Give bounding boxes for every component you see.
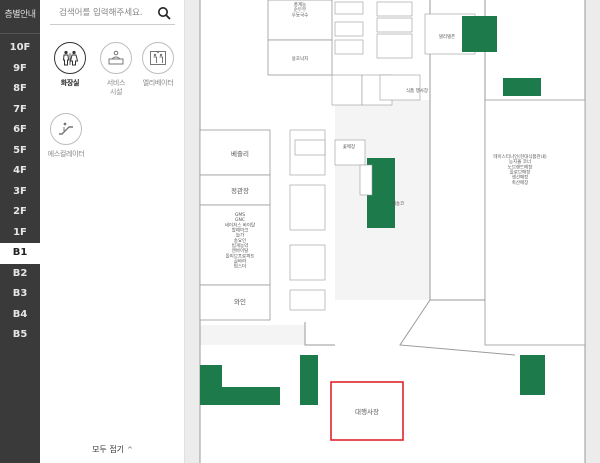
service-desk-icon	[108, 50, 124, 65]
collapse-all-label: 모두 접기	[92, 445, 125, 454]
main-market-hall[interactable]: 대행사장	[330, 381, 404, 441]
floor-3f[interactable]: 3F	[13, 185, 27, 197]
floor-2f[interactable]: 2F	[13, 206, 27, 217]
amenity-restroom[interactable]: 화장실	[48, 42, 92, 88]
amenity-service[interactable]: 서비스 시설	[94, 42, 138, 97]
store-wine[interactable]: 와인	[199, 284, 271, 321]
floor-1f[interactable]: 1F	[13, 226, 27, 238]
amenity-panel: 화장실 서비스 시설 엘리베	[40, 0, 185, 463]
floor-6f[interactable]: 6F	[13, 124, 27, 135]
outer-corridor-right	[585, 0, 600, 463]
store-beggeul-label: 베즐리	[231, 149, 249, 158]
elevator-icon	[150, 51, 166, 65]
main-market-label: 대행사장	[355, 407, 379, 416]
restroom-south[interactable]	[300, 355, 318, 405]
amenity-escalator-label: 에스컬레이터	[47, 150, 85, 158]
floor-b3[interactable]: B3	[12, 288, 28, 299]
delivery-label: 배송코	[392, 200, 404, 207]
store-beggeul[interactable]: 베즐리	[199, 129, 271, 176]
floor-10f[interactable]: 10F	[9, 42, 31, 53]
amenity-restroom-label: 화장실	[60, 79, 80, 87]
restroom-icon	[62, 50, 79, 66]
floor-nav: 층별안내 10F 9F 8F 7F 6F 5F 4F 3F 2F 1F B1 B…	[0, 0, 40, 463]
amenity-escalator[interactable]: 에스컬레이터	[44, 113, 88, 159]
elevator-top-right[interactable]	[462, 16, 497, 52]
south-aisle	[200, 325, 305, 345]
floor-nav-title: 층별안내	[0, 0, 40, 34]
floor-9f[interactable]: 9F	[13, 62, 27, 74]
floor-7f[interactable]: 7F	[13, 103, 27, 115]
amenity-elevator-label: 엘리베이터	[142, 79, 174, 87]
floor-b2[interactable]: B2	[12, 267, 28, 279]
escalator-east[interactable]	[503, 78, 541, 96]
outer-corridor-left	[185, 0, 200, 463]
amenity-elevator[interactable]: 엘리베이터	[136, 42, 180, 88]
store-yongho-label: 용호낙지	[292, 55, 309, 62]
store-food-event-label: 식품 행사장	[406, 87, 428, 94]
floor-8f[interactable]: 8F	[13, 83, 27, 94]
collapse-all-button[interactable]: 모두 접기^	[40, 444, 185, 455]
search-box	[50, 1, 175, 25]
store-jungkwanjang[interactable]: 정관장	[199, 174, 271, 206]
store-yongho[interactable]: 용호낙지	[267, 39, 333, 76]
guide-center-label: 델리델픈	[439, 33, 456, 40]
store-flower-label: 꽃매장	[343, 143, 355, 150]
amenity-service-label: 서비스 시설	[106, 79, 126, 96]
floor-4f[interactable]: 4F	[13, 165, 27, 176]
floor-list: 10F 9F 8F 7F 6F 5F 4F 3F 2F 1F B1 B2 B3 …	[0, 34, 40, 346]
chevron-up-icon: ^	[127, 446, 133, 454]
search-icon[interactable]	[157, 6, 171, 20]
escalator-icon	[59, 122, 73, 135]
search-input[interactable]	[59, 4, 155, 22]
store-jungkwanjang-label: 정관장	[231, 186, 249, 195]
escalator-southwest[interactable]	[200, 365, 222, 405]
escalator-southeast[interactable]	[520, 355, 545, 395]
floor-b1[interactable]: B1	[0, 243, 40, 264]
floor-b4[interactable]: B4	[12, 308, 28, 320]
store-wine-label: 와인	[234, 297, 246, 306]
floor-5f[interactable]: 5F	[13, 144, 27, 156]
stairs-south[interactable]	[220, 387, 280, 405]
floor-b5[interactable]: B5	[12, 329, 28, 340]
